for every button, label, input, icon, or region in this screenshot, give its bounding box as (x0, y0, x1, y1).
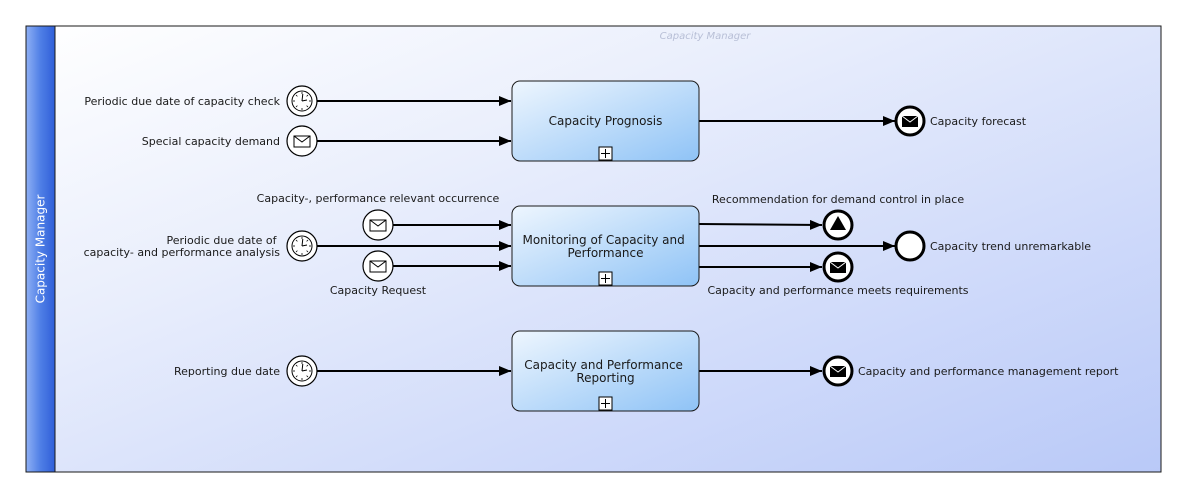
start-event-label: Reporting due date (174, 365, 280, 378)
end-event-label: Capacity trend unremarkable (930, 240, 1091, 253)
signal-triangle-icon (830, 216, 846, 230)
lane-header-label: Capacity Manager (34, 195, 48, 304)
label-line: Capacity and performance management repo… (858, 365, 1119, 378)
envelope-filled-icon (829, 261, 847, 273)
end-event-label: Capacity and performance meets requireme… (707, 284, 968, 297)
timer-icon (291, 90, 313, 112)
task-label-line: Capacity and Performance (524, 358, 683, 372)
label-line: Recommendation for demand control in pla… (712, 193, 964, 206)
start-event-label: Periodic due date of capacity- and perfo… (84, 234, 281, 259)
task-monitoring[interactable]: Monitoring of Capacity and Performance (511, 205, 700, 287)
start-event-label: Periodic due date of capacity check (84, 95, 280, 108)
task-label-line: Reporting (576, 371, 634, 385)
label-line: Capacity forecast (930, 115, 1027, 128)
start-event-label: Special capacity demand (142, 135, 280, 148)
envelope-icon (369, 219, 387, 232)
subprocess-marker-icon (598, 271, 613, 286)
label-line: Reporting due date (174, 365, 280, 378)
end-event-label: Capacity and performance management repo… (858, 365, 1119, 378)
pool-watermark: Capacity Manager (660, 31, 752, 42)
label-line: Special capacity demand (142, 135, 280, 148)
envelope-filled-icon (901, 115, 919, 127)
start-event-reporting-due-date[interactable] (286, 355, 318, 387)
timer-icon (291, 235, 313, 257)
end-event-label: Capacity forecast (930, 115, 1027, 128)
task-label: Monitoring of Capacity and Performance (522, 233, 688, 260)
end-event-trend-unremarkable[interactable] (894, 230, 926, 262)
task-label-line: Monitoring of Capacity and (522, 233, 684, 247)
subprocess-marker-icon (598, 396, 613, 411)
start-event-performance-occurrence[interactable] (362, 209, 394, 241)
start-event-periodic-analysis[interactable] (286, 230, 318, 262)
envelope-icon (369, 260, 387, 273)
envelope-filled-icon (829, 365, 847, 377)
label-line: Capacity trend unremarkable (930, 240, 1091, 253)
start-event-special-capacity-demand[interactable] (286, 125, 318, 157)
start-event-label: Capacity Request (330, 284, 427, 297)
end-event-capacity-forecast[interactable] (894, 105, 926, 137)
task-label: Capacity Prognosis (549, 114, 663, 128)
task-capacity-prognosis[interactable]: Capacity Prognosis (511, 80, 700, 162)
end-event-meets-requirements[interactable] (822, 251, 854, 283)
end-event-management-report[interactable] (822, 355, 854, 387)
envelope-icon (293, 135, 311, 148)
task-label-line: Performance (567, 246, 643, 260)
start-event-periodic-capacity-check[interactable] (286, 85, 318, 117)
sequence-flows (317, 96, 895, 376)
label-line: Capacity and performance meets requireme… (707, 284, 968, 297)
end-event-demand-control[interactable] (822, 209, 854, 241)
label-line: Capacity Request (330, 284, 427, 297)
start-event-capacity-request[interactable] (362, 250, 394, 282)
task-label-line: Capacity Prognosis (549, 114, 663, 128)
label-line: Periodic due date of capacity check (84, 95, 280, 108)
label-line: capacity- and performance analysis (84, 246, 281, 259)
end-event-label: Recommendation for demand control in pla… (712, 193, 964, 206)
task-label: Capacity and Performance Reporting (524, 358, 687, 385)
label-line: Periodic due date of (166, 234, 277, 247)
lane-header[interactable] (25, 25, 56, 473)
flow-monitoring-to-demand-control[interactable] (698, 219, 823, 230)
task-reporting[interactable]: Capacity and Performance Reporting (511, 330, 700, 412)
label-line: Capacity-, performance relevant occurren… (257, 192, 500, 205)
subprocess-marker-icon (598, 146, 613, 161)
timer-icon (291, 360, 313, 382)
start-event-label: Capacity-, performance relevant occurren… (257, 192, 500, 205)
